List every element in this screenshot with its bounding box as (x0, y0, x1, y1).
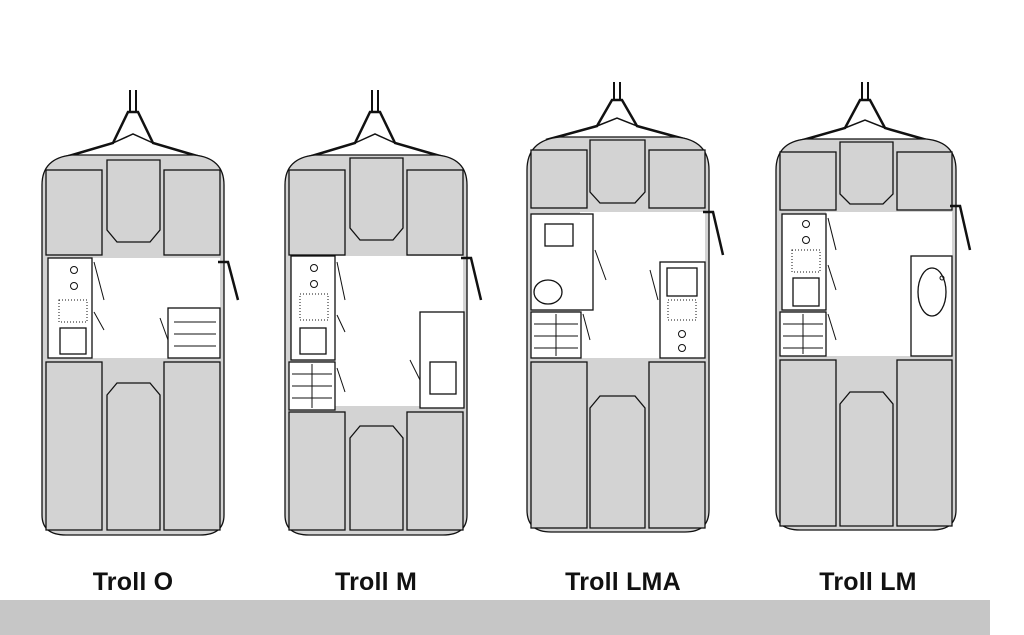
front-bench-right (648, 149, 706, 209)
tow-hitch (795, 82, 935, 144)
rear-bed-right (648, 361, 706, 529)
floorplan-troll-lma (526, 82, 725, 533)
rear-bed-left (288, 411, 346, 531)
washroom (530, 213, 607, 311)
front-bench-right (406, 169, 464, 256)
seat-block (779, 311, 837, 357)
front-table (839, 141, 894, 205)
rear-bed-center (349, 425, 404, 531)
kitchen-unit (47, 257, 105, 359)
wardrobe-sink-unit (409, 311, 465, 409)
rear-bed-right (163, 361, 221, 531)
front-bench-left (779, 151, 837, 211)
rear-bed-center (106, 382, 161, 531)
entry-door (703, 210, 725, 256)
entry-door (218, 260, 240, 301)
bottom-band (0, 600, 990, 635)
front-table (589, 139, 646, 204)
kitchen-unit (290, 255, 346, 361)
rear-bed-left (779, 359, 837, 527)
floorplan-troll-o (41, 90, 240, 536)
layout-label-troll-o: Troll O (92, 568, 174, 596)
rear-bed-left (530, 361, 588, 529)
rear-bed-center (589, 395, 646, 529)
kitchen-unit (781, 213, 837, 311)
kitchen-unit (649, 261, 706, 359)
entry-door (461, 256, 483, 301)
rear-bed-center (839, 391, 894, 527)
front-table (349, 157, 404, 241)
front-bench-left (530, 149, 588, 209)
tow-hitch (61, 90, 205, 160)
rear-bed-right (896, 359, 953, 527)
floorplan-troll-lm (775, 82, 972, 531)
tow-hitch (304, 90, 448, 160)
layout-label-troll-m: Troll M (335, 568, 417, 596)
washbasin-unit (910, 255, 953, 357)
floorplan-troll-m (284, 90, 483, 536)
front-bench-left (45, 169, 103, 256)
seat-block (288, 361, 346, 411)
rear-bed-right (406, 411, 464, 531)
rear-bed-left (45, 361, 103, 531)
front-table (106, 159, 161, 243)
layout-label-troll-lma: Troll LMA (565, 568, 681, 596)
layout-label-troll-lm: Troll LM (819, 568, 917, 596)
front-bench-right (896, 151, 953, 211)
tow-hitch (545, 82, 689, 142)
seat-block (159, 307, 221, 359)
front-bench-right (163, 169, 221, 256)
entry-door (950, 204, 972, 251)
front-bench-left (288, 169, 346, 256)
seat-block (530, 311, 591, 359)
